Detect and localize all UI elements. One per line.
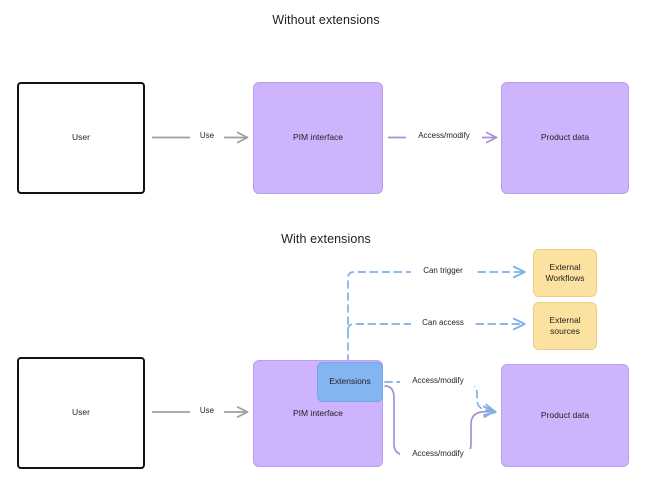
edge-label-can-access: Can access	[411, 318, 475, 328]
node-external-sources[interactable]: External sources	[533, 302, 597, 350]
edge-can-trigger-riser	[347, 272, 524, 325]
node-pim-interface-bottom-label: PIM interface	[292, 408, 344, 418]
node-external-workflows-line1: External	[549, 261, 581, 272]
node-user-top[interactable]: User	[17, 82, 145, 194]
node-product-data-bottom[interactable]: Product data	[501, 364, 629, 467]
node-external-workflows-line2: Workflows	[545, 273, 585, 283]
node-extensions-label: Extensions	[329, 376, 371, 387]
edge-label-access-modify-top: Access/modify	[406, 131, 482, 141]
edge-label-use-bottom: Use	[190, 406, 224, 416]
node-external-sources-line2: sources	[550, 326, 580, 336]
edge-pim-to-product-bottom	[384, 385, 494, 456]
edge-label-access-modify-pim: Access/modify	[400, 449, 476, 459]
node-user-bottom[interactable]: User	[17, 357, 145, 469]
section-title-without-extensions: Without extensions	[272, 13, 380, 27]
node-external-sources-line1: External	[549, 314, 581, 325]
edge-label-use-top: Use	[190, 131, 224, 141]
node-product-data-bottom-label: Product data	[540, 409, 590, 420]
node-product-data-top[interactable]: Product data	[501, 82, 629, 194]
edge-extensions-to-product	[384, 381, 495, 412]
node-user-bottom-label: User	[72, 407, 90, 418]
section-title-with-extensions: With extensions	[281, 232, 371, 246]
node-external-workflows[interactable]: External Workflows	[533, 249, 597, 297]
node-extensions[interactable]: Extensions	[317, 362, 383, 402]
edge-label-can-trigger: Can trigger	[411, 266, 475, 276]
edge-label-access-modify-extensions: Access/modify	[400, 376, 476, 386]
node-pim-interface-top[interactable]: PIM interface	[253, 82, 383, 194]
